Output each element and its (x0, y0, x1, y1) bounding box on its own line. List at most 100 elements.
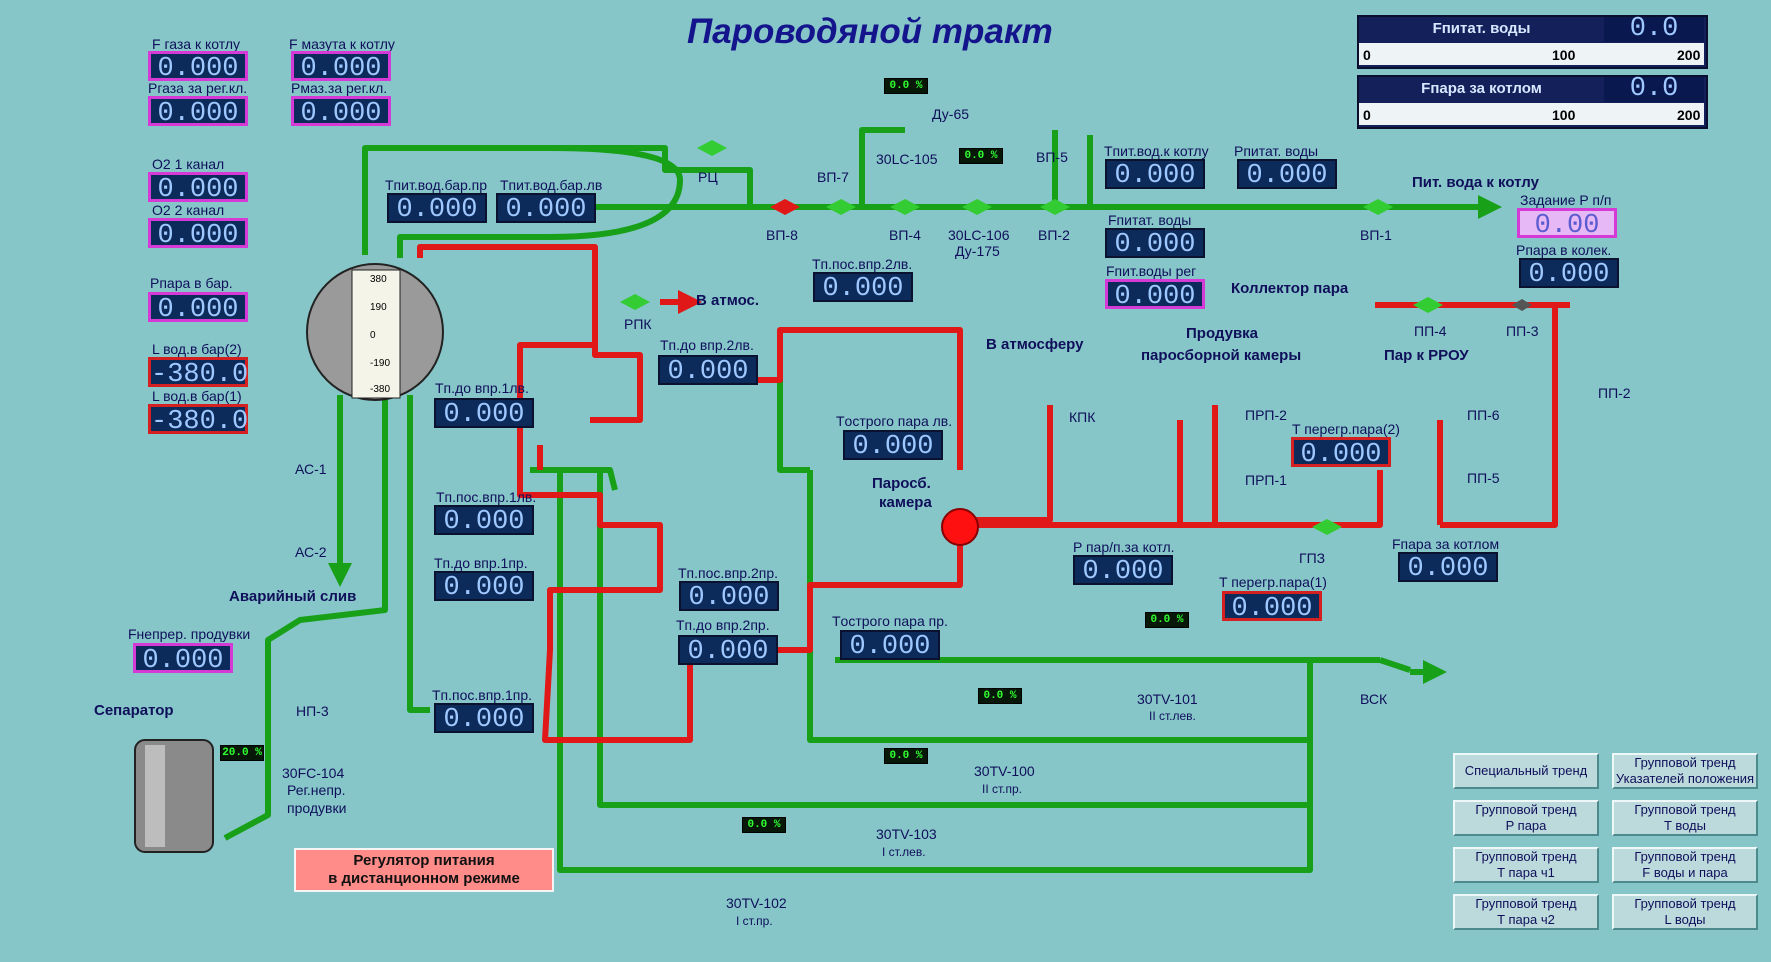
valve-position-indicator: 0.0 % (1145, 612, 1189, 628)
valve-position-indicator: 0.0 % (884, 78, 928, 94)
readout-value: 0.000 (148, 51, 248, 84)
readout-label: L вод.в бар(1) (152, 388, 242, 404)
readout-value: 0.000 (1237, 159, 1337, 191)
valve-label: 30FC-104 (282, 765, 345, 781)
valve-label: НП-3 (296, 703, 329, 719)
group-trend-positions-button[interactable]: Групповой тренд Указателей положения (1612, 753, 1758, 789)
gauge-label: Fпитат. воды (1432, 20, 1531, 37)
button-label: T пара ч1 (1497, 865, 1555, 880)
readout-value: 0.000 (148, 218, 248, 251)
gauge-f-pitat: Fпитат. воды 0.0 0 100 200 (1357, 15, 1708, 69)
readout-value: 0.000 (148, 172, 248, 205)
flow-label: В атмос. (696, 292, 760, 309)
valve-sublabel: II ст.пр. (982, 782, 1023, 796)
readout-value: 0.000 (133, 643, 233, 676)
readout-value: 0.000 (434, 398, 534, 430)
group-trend-t-steam2-button[interactable]: Групповой тренд T пара ч2 (1453, 894, 1599, 930)
gauge-scale-tick: 0 (1363, 107, 1371, 123)
button-label: P пара (1505, 818, 1547, 833)
valve-position-indicator: 0.0 % (978, 688, 1022, 704)
zadanie-input[interactable]: 0.00 (1517, 208, 1617, 241)
button-label: Групповой тренд (1475, 802, 1577, 817)
group-trend-p-steam-button[interactable]: Групповой тренд P пара (1453, 800, 1599, 836)
valve-label: АС-1 (295, 461, 327, 477)
valve-label: Ду-175 (955, 243, 1000, 259)
valve-label: 30TV-101 (1137, 691, 1198, 707)
valve-label: ВСК (1360, 691, 1388, 707)
readout-label: P пар/п.за котл. (1073, 539, 1175, 555)
valves (620, 140, 1532, 535)
readout-label: T перегр.пара(2) (1292, 421, 1400, 437)
gauge-scale-tick: 0 (1363, 47, 1371, 63)
drum: 380 190 0 -190 -380 (306, 263, 444, 401)
regulator-mode-indicator[interactable]: Регулятор питания в дистанционном режиме (294, 848, 554, 892)
button-label: F воды и пара (1642, 865, 1728, 880)
readout-value: 0.000 (840, 630, 940, 662)
drum-scale-label: 380 (370, 274, 387, 285)
valve-label: 30TV-103 (876, 826, 937, 842)
gauge-scale-tick: 200 (1677, 107, 1701, 123)
readout-label: F мазута к котлу (289, 36, 395, 52)
readout-label: Fпит.воды рег (1106, 263, 1197, 279)
group-trend-t-water-button[interactable]: Групповой тренд T воды (1612, 800, 1758, 836)
readout-value: 0.000 (148, 292, 248, 325)
flow-label: Коллектор пара (1231, 280, 1349, 297)
flow-label: Пар к РРОУ (1384, 347, 1469, 364)
button-label: T пара ч2 (1497, 912, 1555, 927)
readout-value: 0.000 (1398, 552, 1498, 584)
readout-label: Tп.до впр.1пр. (434, 555, 528, 571)
readout-label: Tострого пара пр. (832, 613, 948, 629)
readout-label: Tп.до впр.2лв. (660, 337, 754, 353)
special-trend-button[interactable]: Специальный тренд (1453, 753, 1599, 789)
group-trend-l-water-button[interactable]: Групповой тренд L воды (1612, 894, 1758, 930)
valve-label: АС-2 (295, 544, 327, 560)
readout-label: T перегр.пара(1) (1219, 574, 1327, 590)
valve-label: ПРП-1 (1245, 472, 1287, 488)
drum-scale-label: -190 (370, 358, 390, 369)
readout-value: 0.000 (658, 355, 758, 387)
readout-label: Tп.пос.впр.2пр. (678, 565, 779, 581)
button-label: Указателей положения (1615, 771, 1755, 786)
group-trend-f-water-steam-button[interactable]: Групповой тренд F воды и пара (1612, 847, 1758, 883)
flow-label: паросборной камеры (1141, 347, 1302, 364)
flow-label: Пит. вода к котлу (1412, 174, 1539, 191)
valve-label: Рег.непр. (287, 782, 346, 798)
readout-value: 0.000 (679, 581, 779, 613)
valve-label: РЦ (698, 169, 718, 185)
button-label: T воды (1664, 818, 1706, 833)
readout-value: 0.000 (148, 96, 248, 129)
valve-label: ПРП-2 (1245, 407, 1287, 423)
readout-label: Pпитат. воды (1234, 143, 1319, 159)
gauge-scale: 0 100 200 (1359, 103, 1704, 125)
group-trend-t-steam1-button[interactable]: Групповой тренд T пара ч1 (1453, 847, 1599, 883)
readout-label: Задание P п/п (1520, 192, 1612, 208)
readout-label: Fнепрер. продувки (128, 626, 251, 642)
valve-position-indicator: 20.0 % (220, 745, 264, 761)
flow-label: В атмосферу (986, 336, 1084, 353)
valve-label: Ду-65 (932, 106, 970, 122)
valve-label: ВП-8 (766, 227, 798, 243)
button-label: Групповой тренд (1475, 849, 1577, 864)
readout-value: 0.000 (1519, 258, 1619, 290)
flow-label: Аварийный слив (229, 588, 357, 605)
valve-label: ВП-2 (1038, 227, 1070, 243)
valve-label: 30TV-102 (726, 895, 787, 911)
valve-label: КПК (1069, 409, 1096, 425)
valve-label: ВП-1 (1360, 227, 1392, 243)
valve-label: ПП-4 (1414, 323, 1447, 339)
parosbornaya-kamera (941, 508, 979, 546)
readout-value: 0.000 (1222, 591, 1322, 624)
valve-sublabel: II ст.лев. (1149, 709, 1196, 723)
readout-label: Tпит.вод.бар.пр (385, 177, 488, 193)
button-label: Групповой тренд (1634, 802, 1736, 817)
readout-value: 0.000 (843, 430, 943, 462)
readout-value: -380.0 (148, 357, 248, 390)
regulator-line1: Регулятор питания (353, 852, 495, 869)
valve-label: ВП-4 (889, 227, 921, 243)
readout-label: Tострого пара лв. (836, 413, 953, 429)
readout-label: Fпара за котлом (1392, 536, 1500, 552)
drum-scale-label: 190 (370, 302, 387, 313)
flow-label: Продувка (1186, 325, 1259, 342)
valve-label: ПП-3 (1506, 323, 1539, 339)
